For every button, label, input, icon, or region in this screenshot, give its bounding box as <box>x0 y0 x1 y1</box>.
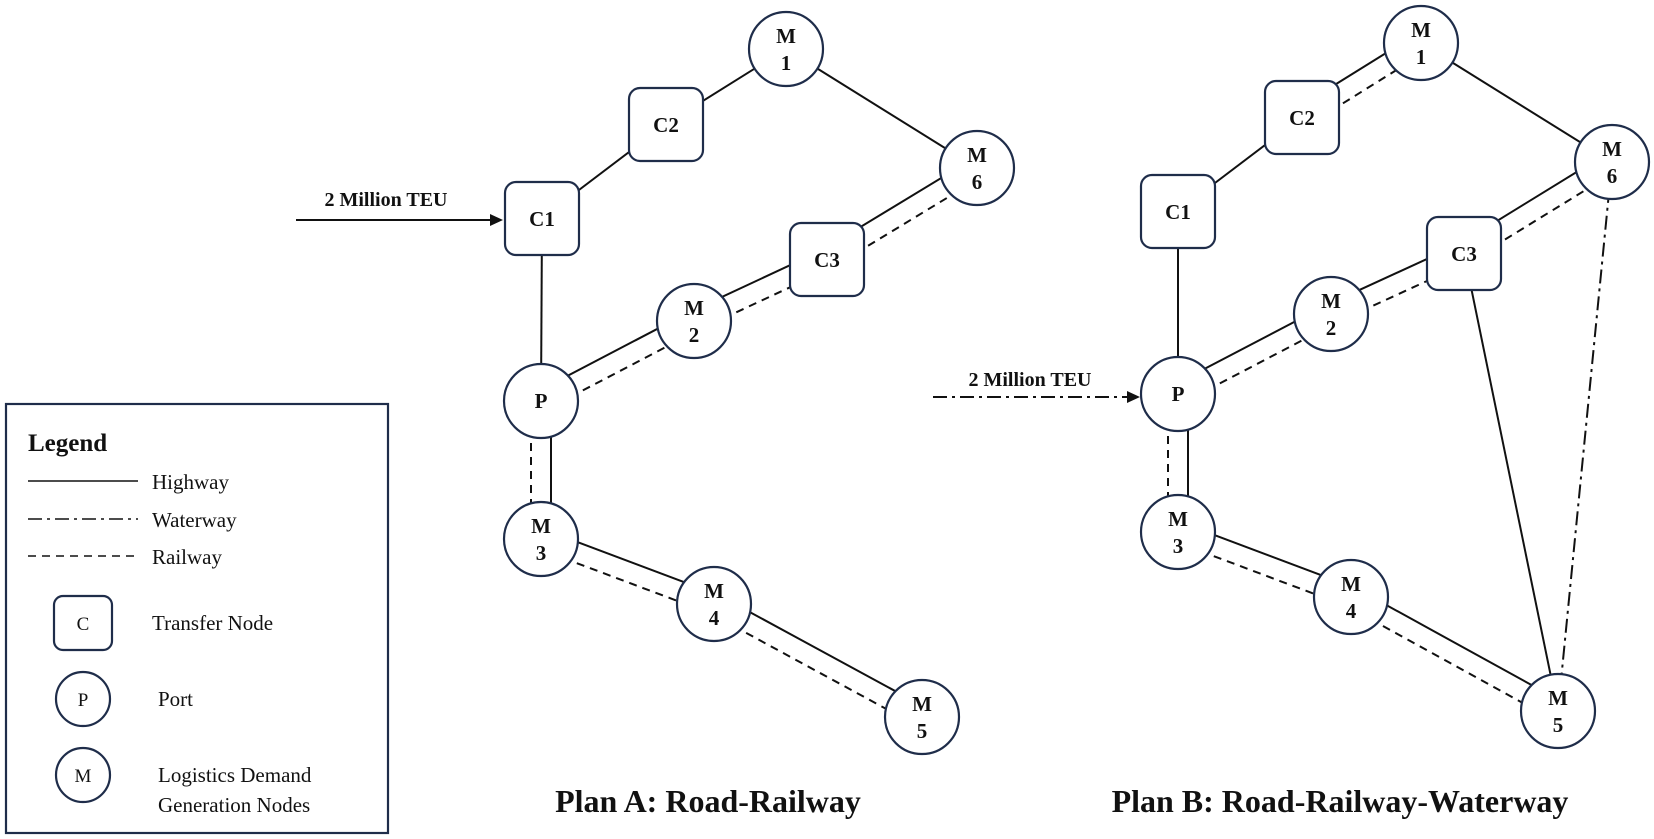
svg-text:M: M <box>1411 18 1431 42</box>
legend-railway-label: Railway <box>152 545 222 569</box>
svg-text:6: 6 <box>1607 164 1618 188</box>
svg-text:M: M <box>1321 289 1341 313</box>
plan-b-node-m5: M 5 <box>1519 672 1597 750</box>
svg-text:C2: C2 <box>653 113 679 137</box>
plan-a-highway-link-m4-m5 <box>718 594 928 710</box>
plan-a-railway-link-m2-c3 <box>697 267 832 331</box>
svg-text:M: M <box>1602 137 1622 161</box>
svg-text:M: M <box>704 579 724 603</box>
svg-text:C1: C1 <box>529 207 555 231</box>
legend-demand-label-line2: Generation Nodes <box>158 793 310 817</box>
svg-text:C3: C3 <box>814 248 840 272</box>
svg-text:1: 1 <box>781 51 792 75</box>
svg-text:3: 3 <box>536 541 547 565</box>
svg-text:4: 4 <box>1346 599 1357 623</box>
legend-transfer-symbol-letter: C <box>77 614 90 635</box>
plan-a-network: 2 Million TEU M 1 C2 M 6 C1 C3 M 2 <box>296 10 1016 819</box>
svg-text:M: M <box>531 514 551 538</box>
svg-text:M: M <box>967 143 987 167</box>
svg-text:M: M <box>684 296 704 320</box>
svg-text:M: M <box>1548 686 1568 710</box>
plan-a-railway-link-m4-m5 <box>708 611 918 727</box>
plan-a-node-m5: M 5 <box>883 678 961 756</box>
svg-text:M: M <box>912 692 932 716</box>
plan-a-title: Plan A: Road-Railway <box>555 783 861 819</box>
plan-b-links <box>1167 33 1618 721</box>
plan-a-input-label: 2 Million TEU <box>325 189 448 211</box>
svg-text:5: 5 <box>917 719 928 743</box>
svg-text:4: 4 <box>709 606 720 630</box>
svg-text:M: M <box>1168 507 1188 531</box>
legend-demand-symbol-letter: M <box>75 766 92 787</box>
plan-b-node-c3: C3 <box>1425 215 1503 292</box>
svg-text:C1: C1 <box>1165 200 1191 224</box>
plan-a-node-m4: M 4 <box>675 565 753 643</box>
plan-b-node-m3: M 3 <box>1139 493 1217 571</box>
legend-highway-label: Highway <box>152 470 229 494</box>
svg-text:P: P <box>1172 382 1185 406</box>
svg-text:M: M <box>1341 572 1361 596</box>
svg-text:C3: C3 <box>1451 242 1477 266</box>
plan-b-highway-link-m4-m5 <box>1355 587 1564 704</box>
plan-b-highway-link-c3-m5 <box>1463 252 1559 712</box>
plan-b-node-m4: M 4 <box>1312 558 1390 636</box>
plan-b-input-label: 2 Million TEU <box>969 369 1092 391</box>
svg-text:3: 3 <box>1173 534 1184 558</box>
plan-b-node-p: P <box>1139 355 1217 433</box>
legend-transfer-label: Transfer Node <box>152 611 273 635</box>
plan-a-node-c3: C3 <box>788 221 866 298</box>
svg-text:M: M <box>776 24 796 48</box>
plan-b-railway-link-m2-c3 <box>1334 261 1469 324</box>
svg-text:6: 6 <box>972 170 983 194</box>
plan-b-input-arrowhead <box>1127 391 1140 403</box>
legend-port-label: Port <box>158 687 193 711</box>
legend-transfer-node-symbol <box>52 594 114 652</box>
plan-b-network: 2 Million TEU M 1 C2 M 6 C1 C3 M 2 <box>933 4 1651 819</box>
plan-a-node-m1: M 1 <box>747 10 825 88</box>
legend-box <box>4 402 390 835</box>
plan-a-node-m3: M 3 <box>502 500 580 578</box>
plan-b-title: Plan B: Road-Railway-Waterway <box>1112 783 1569 819</box>
plan-a-links <box>530 48 983 727</box>
svg-text:C2: C2 <box>1289 106 1315 130</box>
legend-port-symbol-letter: P <box>78 690 89 711</box>
plan-a-input-arrowhead <box>490 214 503 226</box>
plan-a-node-m6: M 6 <box>938 129 1016 207</box>
plan-a-node-c1: C1 <box>503 180 581 257</box>
svg-text:5: 5 <box>1553 713 1564 737</box>
legend-waterway-label: Waterway <box>152 508 237 532</box>
legend: Legend Highway Waterway Railway C Transf… <box>4 402 390 835</box>
legend-demand-label-line1: Logistics Demand <box>158 763 312 787</box>
plan-b-waterway-link-m6-m5 <box>1557 161 1613 712</box>
svg-text:2: 2 <box>689 323 700 347</box>
svg-text:1: 1 <box>1416 45 1427 69</box>
plan-b-railway-link-m4-m5 <box>1345 604 1554 721</box>
plan-b-node-m6: M 6 <box>1573 123 1651 201</box>
plan-b-node-m2: M 2 <box>1292 275 1370 353</box>
svg-text:2: 2 <box>1326 316 1337 340</box>
plan-a-node-c2: C2 <box>627 86 705 163</box>
plan-b-node-c1: C1 <box>1139 173 1217 250</box>
legend-port-symbol <box>54 670 112 728</box>
legend-title: Legend <box>28 430 107 457</box>
plan-b-node-m1: M 1 <box>1382 4 1460 82</box>
plan-b-node-c2: C2 <box>1263 79 1341 156</box>
plan-a-node-m2: M 2 <box>655 282 733 360</box>
plan-a-node-p: P <box>502 362 580 440</box>
svg-text:P: P <box>535 389 548 413</box>
legend-demand-node-symbol <box>54 746 112 804</box>
